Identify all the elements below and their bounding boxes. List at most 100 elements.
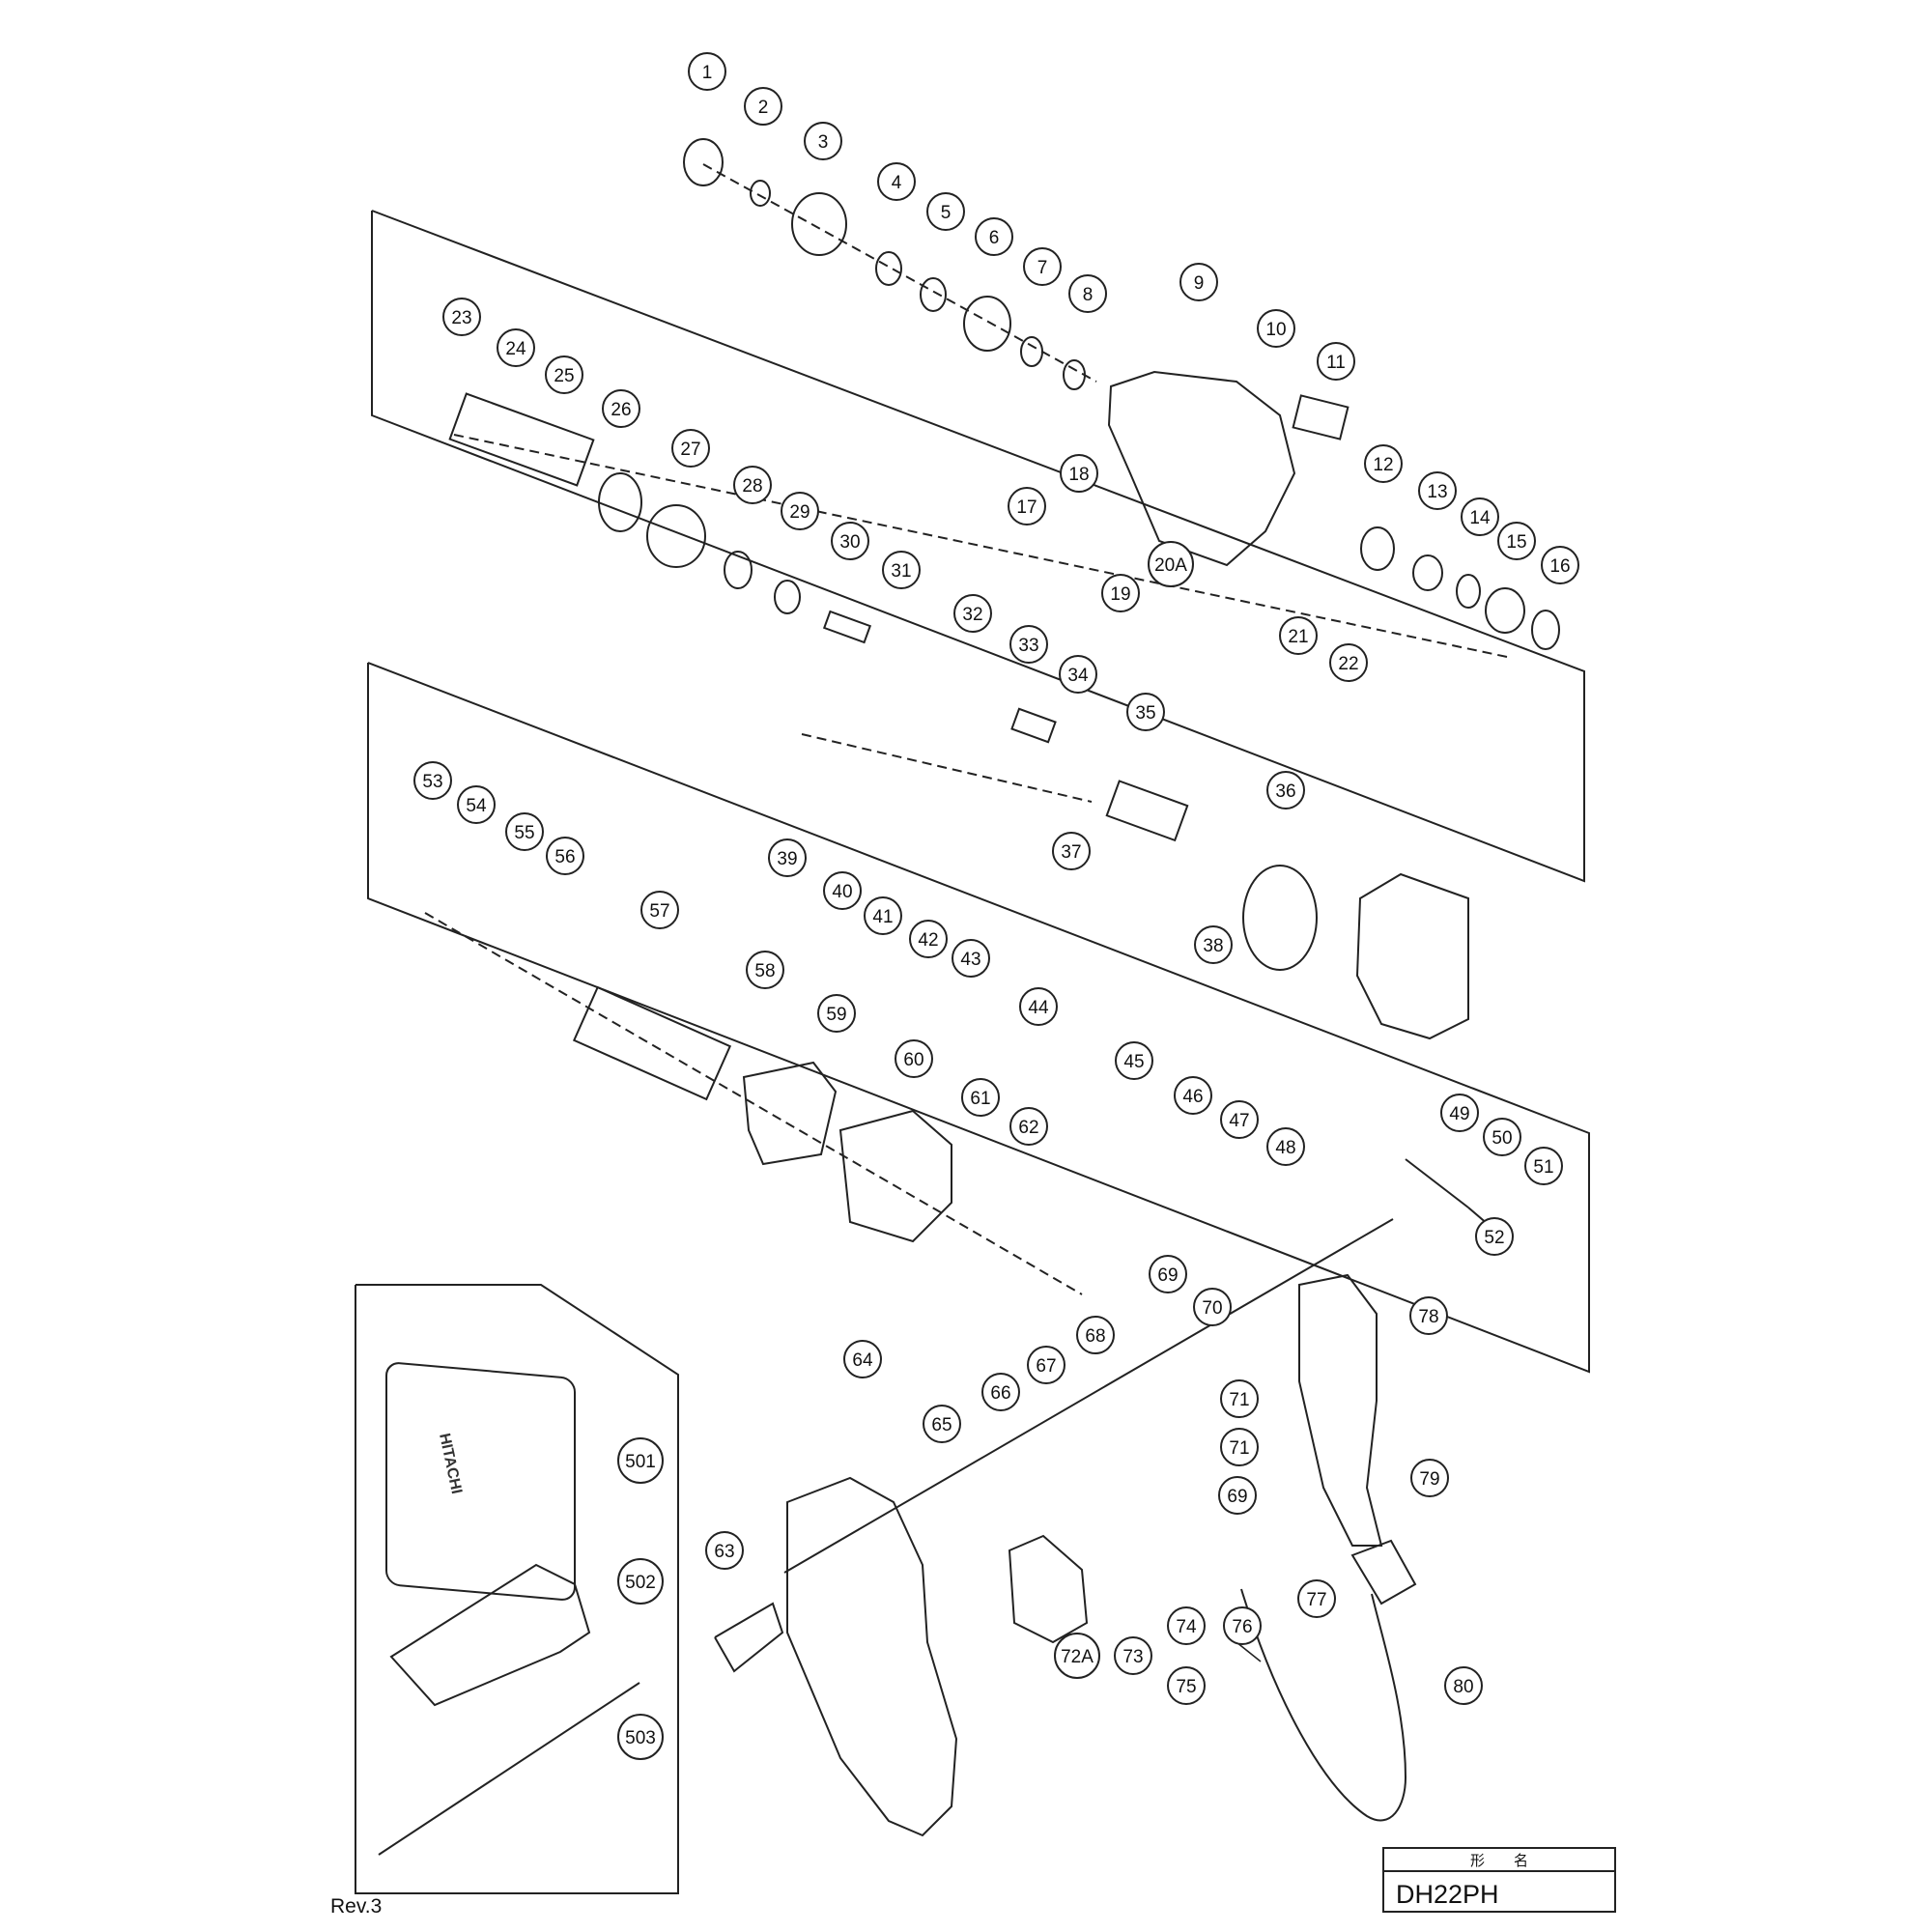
callout-label: 67 (1036, 1356, 1056, 1377)
callout-circle (1279, 616, 1318, 655)
callout-circle (413, 761, 452, 800)
callout-68: 68 (1076, 1316, 1115, 1354)
callout-21: 21 (1279, 616, 1318, 655)
callout-63: 63 (705, 1531, 744, 1570)
callout-54: 54 (457, 785, 496, 824)
callout-label: 35 (1135, 703, 1155, 724)
callout-label: 64 (852, 1350, 873, 1371)
callout-circle (1266, 771, 1305, 810)
callout-45: 45 (1115, 1041, 1153, 1080)
part-bearing-15 (1485, 587, 1525, 634)
callout-77: 77 (1297, 1579, 1336, 1618)
callout-label: 52 (1484, 1228, 1504, 1248)
callout-76: 76 (1223, 1606, 1262, 1645)
part-handle-cover (1298, 1273, 1383, 1547)
callout-circle (1266, 1127, 1305, 1166)
callout-19: 19 (1101, 574, 1140, 612)
callout-36: 36 (1266, 771, 1305, 810)
part-oring-36 (1242, 865, 1318, 971)
callout-51: 51 (1524, 1147, 1563, 1185)
callout-label: 22 (1338, 654, 1358, 674)
callout-circle (1052, 832, 1091, 870)
callout-label: 46 (1182, 1087, 1203, 1107)
callout-label: 32 (962, 605, 982, 625)
callout-70: 70 (1193, 1288, 1232, 1326)
callout-circle (1440, 1094, 1479, 1132)
callout-label: 27 (680, 440, 700, 460)
leader-52-a (1405, 1158, 1469, 1208)
callout-circle (1115, 1041, 1153, 1080)
callout-6: 6 (975, 217, 1013, 256)
callout-circle (1167, 1666, 1206, 1705)
callout-circle (617, 1558, 664, 1605)
callout-circle (895, 1039, 933, 1078)
callout-circle (926, 192, 965, 231)
callout-circle (1009, 1107, 1048, 1146)
callout-circle (1220, 1379, 1259, 1418)
part-ring-8 (1063, 359, 1086, 390)
callout-circle (768, 838, 807, 877)
part-seal-12 (1360, 526, 1395, 571)
callout-15: 15 (1497, 522, 1536, 560)
callout-label: 10 (1265, 320, 1286, 340)
callout-circle (457, 785, 496, 824)
callout-circle (746, 951, 784, 989)
callout-label: 60 (903, 1050, 923, 1070)
callout-circle (705, 1531, 744, 1570)
callout-label: 38 (1203, 936, 1223, 956)
callout-circle (497, 328, 535, 367)
callout-circle (1220, 1428, 1259, 1466)
callout-circle (1068, 274, 1107, 313)
callout-circle (923, 1405, 961, 1443)
callout-10: 10 (1257, 309, 1295, 348)
callout-label: 68 (1085, 1326, 1105, 1347)
callout-71: 71 (1220, 1379, 1259, 1418)
callout-label: 30 (839, 532, 860, 553)
callout-circle (671, 429, 710, 468)
callout-78: 78 (1409, 1296, 1448, 1335)
callout-label: 16 (1549, 556, 1570, 577)
callout-72A: 72A (1054, 1633, 1100, 1679)
callout-12: 12 (1364, 444, 1403, 483)
callout-label: 7 (1037, 258, 1048, 278)
callout-50: 50 (1483, 1118, 1521, 1156)
callout-4: 4 (877, 162, 916, 201)
callout-circle (1541, 546, 1579, 584)
callout-circle (823, 871, 862, 910)
part-cap-3 (791, 192, 847, 256)
callout-circle (1167, 1606, 1206, 1645)
callout-20A: 20A (1148, 541, 1194, 587)
callout-circle (505, 812, 544, 851)
callout-label: 65 (931, 1415, 952, 1435)
callout-label: 48 (1275, 1138, 1295, 1158)
callout-label: 41 (872, 907, 893, 927)
callout-circle (688, 52, 726, 91)
frame-accessories (355, 1284, 679, 1894)
callout-label: 9 (1194, 273, 1205, 294)
callout-label: 50 (1492, 1128, 1512, 1149)
axis-top (702, 163, 1097, 383)
callout-circle (1218, 1476, 1257, 1515)
part-ring-1 (683, 138, 724, 186)
callout-circle (1149, 1255, 1187, 1293)
callout-label: 12 (1373, 455, 1393, 475)
part-spring-6 (963, 296, 1011, 352)
callout-59: 59 (817, 994, 856, 1033)
callout-circle (1019, 987, 1058, 1026)
part-plug-80 (1350, 1539, 1417, 1605)
callout-circle (952, 939, 990, 978)
callout-30: 30 (831, 522, 869, 560)
callout-circle (640, 891, 679, 929)
callout-label: 53 (422, 772, 442, 792)
callout-label: 17 (1016, 497, 1037, 518)
callout-label: 42 (918, 930, 938, 951)
callout-11: 11 (1317, 342, 1355, 381)
part-label-11 (1292, 394, 1350, 440)
callout-label: 6 (989, 228, 1000, 248)
callout-circle (1524, 1147, 1563, 1185)
part-washer-5 (920, 277, 947, 312)
revision-label: Rev.3 (330, 1895, 382, 1918)
callout-circle (975, 217, 1013, 256)
part-baffle-58 (742, 1061, 838, 1166)
